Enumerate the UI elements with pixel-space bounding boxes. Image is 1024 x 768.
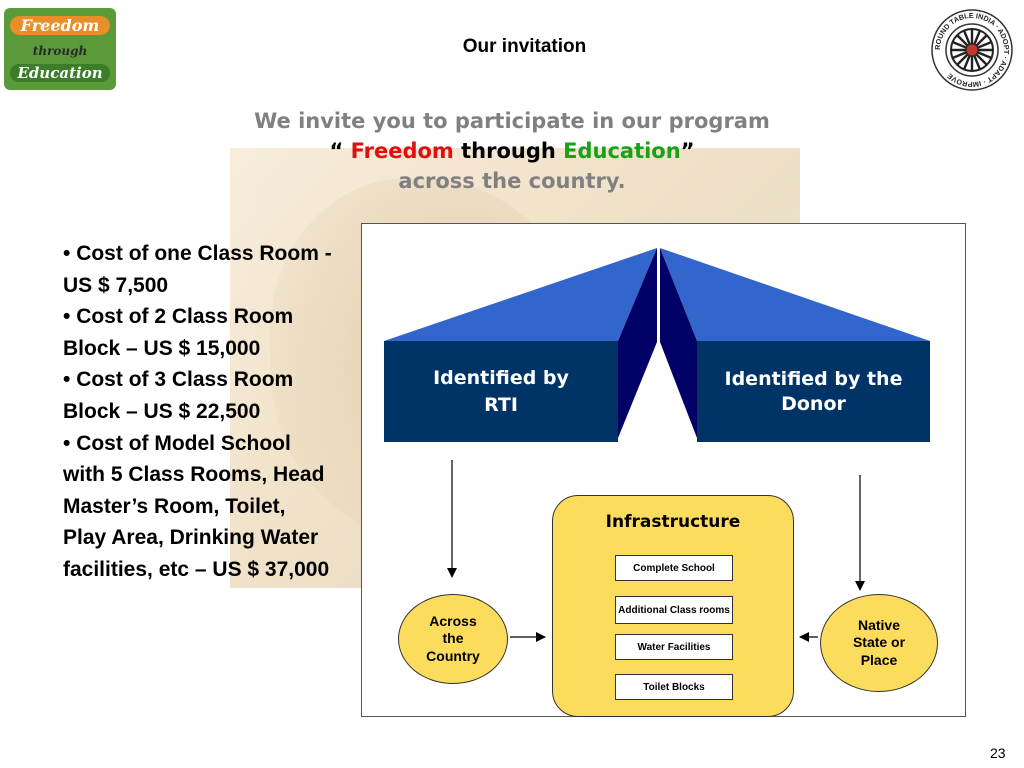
- right-roof-side: [660, 248, 697, 438]
- box-identified-by-rti: Identified by RTI: [384, 341, 618, 442]
- page-number: 23: [990, 745, 1006, 761]
- cost-item-4: • Cost of Model School with 5 Class Room…: [63, 431, 330, 581]
- infra-item-additional-class-rooms: Additional Class rooms: [615, 596, 733, 624]
- right-roof: [660, 248, 930, 341]
- box-identified-by-donor: Identified by the Donor: [697, 341, 930, 442]
- page-title: Our invitation: [462, 36, 587, 57]
- cost-item-2: • Cost of 2 Class Room Block – US $ 15,0…: [63, 305, 294, 360]
- word-freedom: Freedom: [350, 139, 454, 163]
- heading-line-1: We invite you to participate in our prog…: [254, 109, 770, 133]
- round-table-india-logo: ROUND TABLE INDIA · ADOPT · ADAPT · IMPR…: [931, 9, 1013, 91]
- freedom-through-education-logo: Freedom through Education: [4, 8, 116, 90]
- word-education: Education: [563, 139, 681, 163]
- cost-item-3: • Cost of 3 Class Room Block – US $ 22,5…: [63, 368, 294, 423]
- cost-item-1: • Cost of one Class Room - US $ 7,500: [63, 242, 332, 297]
- heading-line-3: across the country.: [398, 169, 626, 193]
- oval-native-state-or-place: Native State or Place: [820, 594, 938, 692]
- heading-line-2: “ Freedom through Education”: [329, 139, 695, 163]
- left-roof: [384, 248, 657, 341]
- infra-item-complete-school: Complete School: [615, 555, 733, 581]
- cost-list: • Cost of one Class Room - US $ 7,500 • …: [63, 238, 333, 586]
- infrastructure-title: Infrastructure: [605, 512, 741, 532]
- word-through: through: [453, 139, 564, 163]
- invitation-heading: We invite you to participate in our prog…: [160, 106, 864, 196]
- infrastructure-box: Infrastructure Complete School Additiona…: [552, 495, 794, 717]
- infra-item-water-facilities: Water Facilities: [615, 634, 733, 660]
- oval-across-the-country: Across the Country: [398, 594, 508, 684]
- left-roof-side: [618, 248, 657, 438]
- infra-item-toilet-blocks: Toilet Blocks: [615, 674, 733, 700]
